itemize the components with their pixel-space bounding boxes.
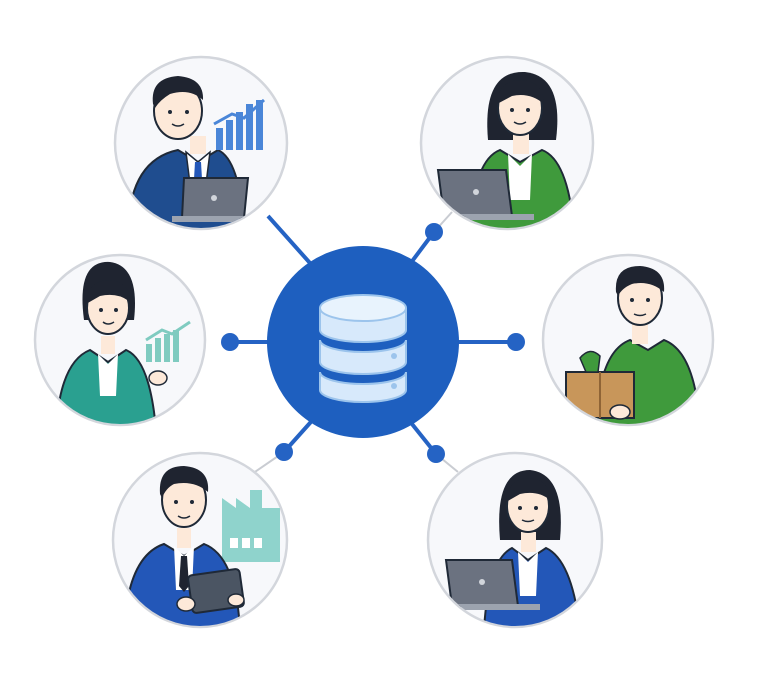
node-top-right — [419, 55, 595, 231]
node-top-left — [113, 55, 289, 231]
node-mid-right — [541, 253, 715, 427]
connector-node-bottom-left — [275, 443, 293, 461]
woman-laptop-icon — [436, 71, 576, 228]
businessman-laptop-chart-icon — [126, 76, 266, 228]
man-holding-box-icon — [565, 266, 702, 424]
woman-presenting-chart-icon — [54, 261, 191, 424]
database-icon — [319, 294, 407, 403]
node-mid-left — [33, 253, 207, 427]
connector-node-mid-right — [507, 333, 525, 351]
connector-node-bottom-right — [427, 445, 445, 463]
connector-node-top-right — [425, 223, 443, 241]
connector-lines — [221, 211, 525, 479]
node-bottom-left — [111, 451, 289, 629]
man-tablet-factory-icon — [122, 466, 280, 626]
central-hub — [267, 246, 459, 438]
node-bottom-right — [426, 451, 604, 629]
connector-node-mid-left — [221, 333, 239, 351]
woman-laptop-icon — [444, 470, 582, 626]
